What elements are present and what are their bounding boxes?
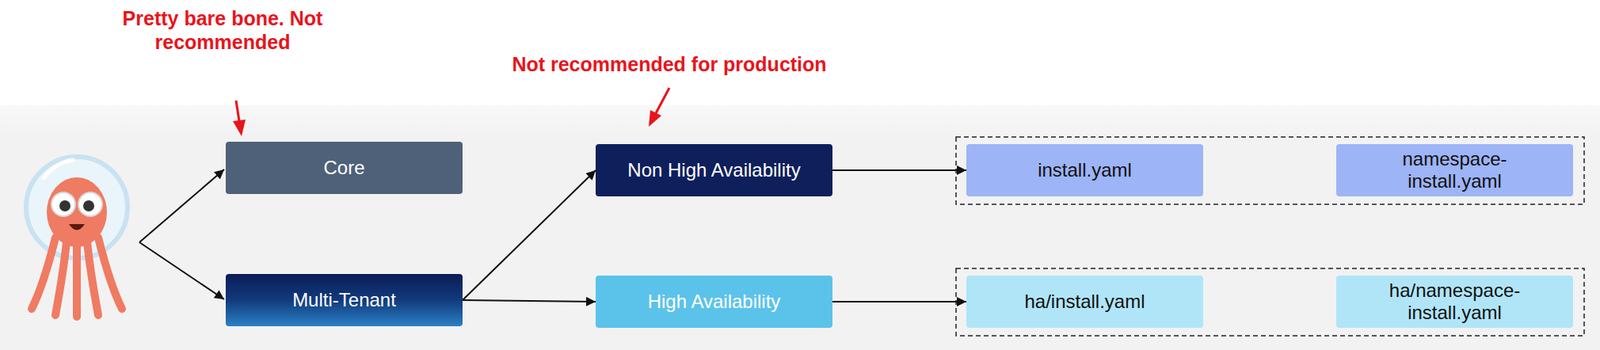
flow-arrow bbox=[832, 300, 967, 303]
mascot-eye bbox=[51, 192, 76, 217]
dashed-group bbox=[956, 268, 1585, 336]
tier-box: Core bbox=[225, 141, 463, 195]
mascot-helmet bbox=[26, 156, 128, 259]
flow-arrow bbox=[462, 300, 596, 302]
grey-band-top bbox=[0, 105, 1600, 138]
mode-box: High Availability bbox=[595, 275, 833, 328]
flow-arrow bbox=[832, 169, 967, 172]
mode-box: Non High Availability bbox=[595, 144, 833, 197]
mascot-tentacles bbox=[31, 237, 122, 317]
callout-arrow bbox=[655, 87, 670, 114]
box-label: ha/install.yaml bbox=[1024, 290, 1145, 313]
mascot-eye bbox=[78, 192, 103, 217]
flow-arrow bbox=[462, 170, 596, 301]
argo-mascot bbox=[26, 156, 128, 317]
box-label: High Availability bbox=[647, 290, 781, 313]
mascot-head bbox=[46, 177, 107, 248]
box-label: install.yaml bbox=[1037, 159, 1132, 182]
mascot-branch-line bbox=[139, 169, 225, 243]
callout-arrowhead bbox=[648, 110, 662, 127]
box-label: Multi-Tenant bbox=[292, 289, 397, 312]
callout-arrowhead bbox=[232, 119, 246, 137]
grey-band bbox=[0, 105, 1600, 350]
callout-arrow bbox=[236, 100, 240, 122]
box-label: Non High Availability bbox=[627, 159, 800, 182]
manifest-box: install.yaml bbox=[966, 144, 1204, 197]
box-label: namespace-install.yaml bbox=[1383, 148, 1527, 192]
mascot-branch-line bbox=[139, 242, 225, 300]
manifest-box: ha/namespace-install.yaml bbox=[1336, 275, 1574, 328]
mascot-pupil bbox=[59, 200, 71, 212]
tier-box: Multi-Tenant bbox=[225, 274, 463, 327]
manifest-box: ha/install.yaml bbox=[966, 275, 1204, 328]
manifest-box: namespace-install.yaml bbox=[1336, 144, 1574, 197]
box-label: Core bbox=[323, 156, 365, 180]
callout-note: Not recommended for production bbox=[467, 52, 872, 77]
dashed-group bbox=[956, 137, 1585, 205]
callout-note: Pretty bare bone. Not recommended bbox=[91, 6, 354, 54]
helmet-shine bbox=[43, 160, 73, 179]
box-label: ha/namespace-install.yaml bbox=[1383, 279, 1527, 324]
mascot-pupil bbox=[83, 200, 95, 212]
mascot-smile bbox=[68, 224, 85, 231]
